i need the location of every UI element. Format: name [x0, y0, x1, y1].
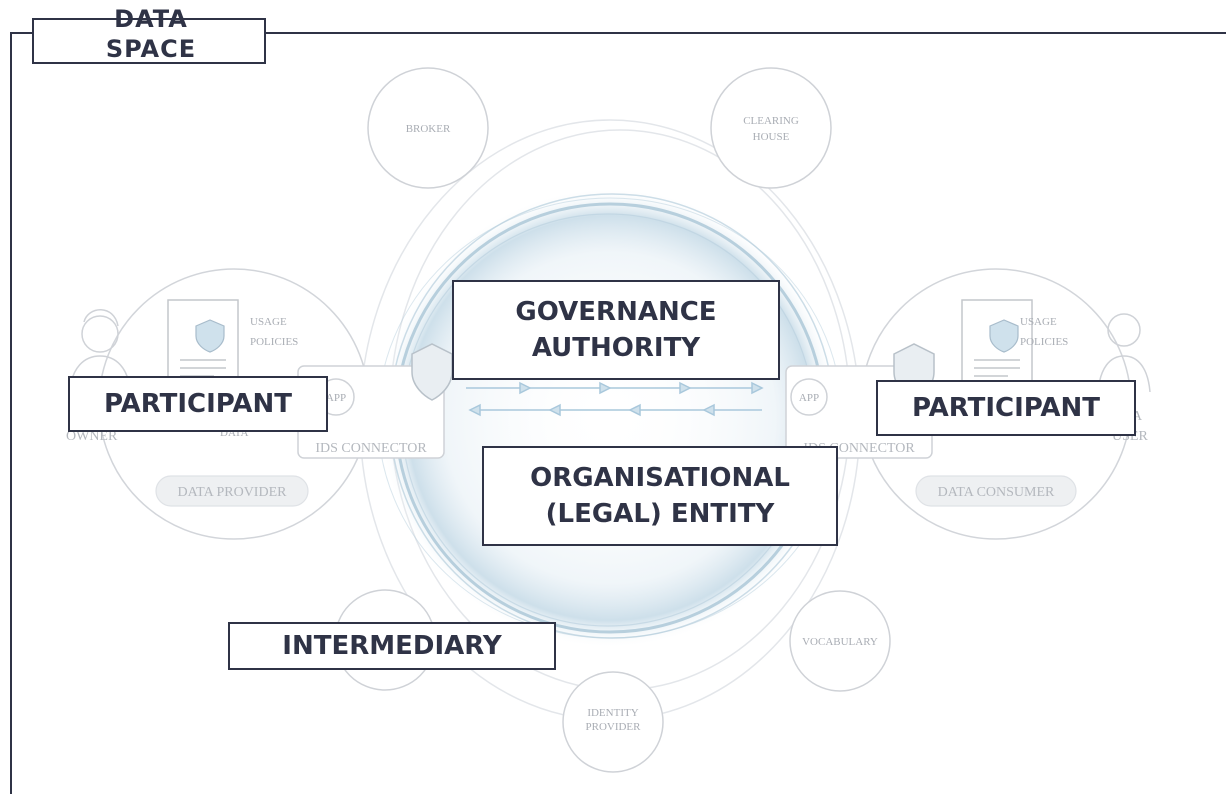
usage-right-text: USAGE — [1020, 316, 1057, 328]
owner-text: OWNER — [66, 429, 118, 444]
governance-line-2: AUTHORITY — [531, 333, 701, 363]
user-figure — [1097, 313, 1151, 393]
policies-left-text: POLICIES — [250, 336, 298, 348]
governance-line-1: GOVERNANCE — [515, 297, 717, 327]
clearing-house-circle — [710, 67, 832, 189]
app-left-text: APP — [326, 392, 346, 404]
clearing-house-text-2: HOUSE — [753, 131, 790, 143]
title-line-1: DATA — [114, 5, 188, 33]
broker-text: BROKER — [406, 123, 451, 135]
frame-left-line — [10, 32, 12, 794]
title-line-2: SPACE — [105, 35, 197, 63]
identity-provider-text-2: PROVIDER — [585, 721, 641, 733]
data-flow-arrows — [466, 381, 764, 417]
shield-icon — [411, 343, 453, 401]
owner-figure — [69, 309, 131, 391]
intermediary-text: INTERMEDIARY — [282, 631, 502, 661]
intermediary-label: INTERMEDIARY — [228, 622, 556, 670]
clearing-house-text-1: CLEARING — [743, 115, 799, 127]
data-consumer-text: DATA CONSUMER — [938, 485, 1055, 500]
participant-right-label: PARTICIPANT — [876, 380, 1136, 436]
governance-authority-label: GOVERNANCE AUTHORITY — [452, 280, 780, 380]
shield-icon — [989, 319, 1019, 353]
vocabulary-text: VOCABULARY — [802, 636, 878, 648]
a-right-text: A — [1132, 409, 1143, 424]
participant-right-text: PARTICIPANT — [911, 393, 1101, 423]
broker-circle — [367, 67, 489, 189]
organisational-entity-label: ORGANISATIONAL (LEGAL) ENTITY — [482, 446, 838, 546]
identity-provider-circle — [562, 671, 664, 773]
app-right-text: APP — [799, 392, 819, 404]
frame-top-line — [10, 32, 1226, 34]
participant-left-label: PARTICIPANT — [68, 376, 328, 432]
organisational-line-2: (LEGAL) ENTITY — [545, 499, 775, 529]
participant-left-text: PARTICIPANT — [103, 389, 293, 419]
app-right-icon — [790, 378, 828, 416]
organisational-line-1: ORGANISATIONAL — [530, 463, 790, 493]
central-ring-glow — [380, 188, 840, 648]
shield-icon — [195, 319, 225, 353]
vocabulary-circle — [789, 590, 891, 692]
data-consumer-pill — [915, 475, 1077, 507]
data-space-title-box: DATA SPACE — [32, 5, 266, 64]
data-provider-pill — [155, 475, 309, 507]
identity-provider-text-1: IDENTITY — [587, 707, 638, 719]
policies-right-text: POLICIES — [1020, 336, 1068, 348]
data-space-title: DATA SPACE — [34, 4, 268, 64]
usage-left-text: USAGE — [250, 316, 287, 328]
data-provider-text: DATA PROVIDER — [178, 485, 288, 500]
ids-connector-left-text: IDS CONNECTOR — [315, 441, 427, 456]
